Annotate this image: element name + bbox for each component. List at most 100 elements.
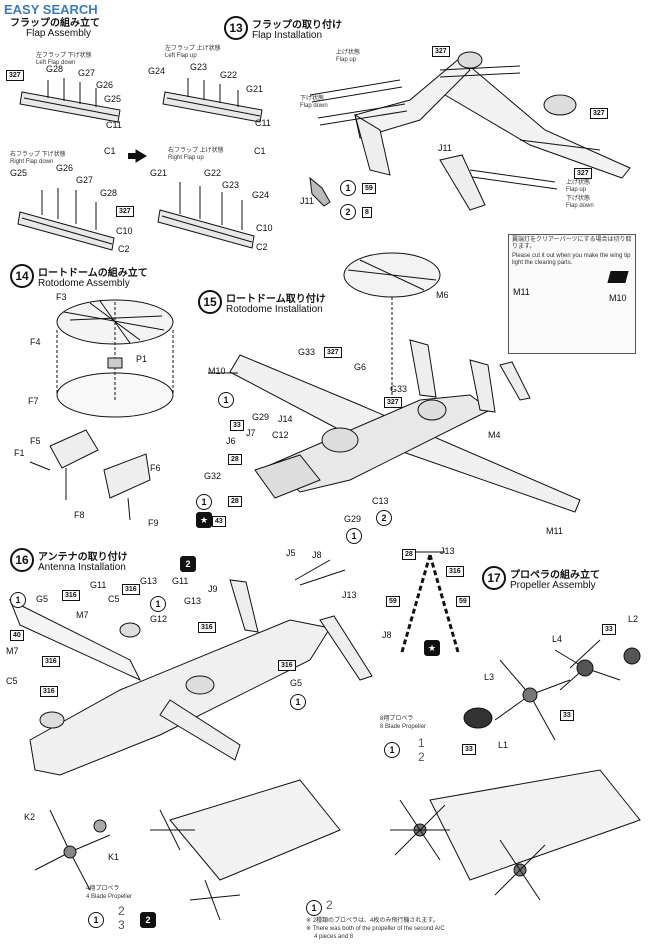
part-label: F3: [56, 292, 67, 302]
part-label: C5: [6, 676, 18, 686]
part-label: K2: [24, 812, 36, 822]
step14-title-en: Rotodome Assembly: [38, 278, 130, 289]
part-label: G5: [290, 678, 303, 688]
paint-color-icon: 2: [180, 556, 196, 572]
part-label: J13: [440, 546, 455, 556]
part-label: L2: [628, 614, 639, 624]
part-label: C10: [116, 226, 133, 236]
part-label: M7: [6, 646, 19, 656]
part-label: F1: [14, 448, 25, 458]
step17-title-en: Propeller Assembly: [510, 580, 596, 591]
part-label: G29: [252, 412, 270, 422]
aircraft-bottom-left: [150, 779, 341, 921]
part-label: G33: [390, 384, 408, 394]
step14-badge: 14: [10, 264, 34, 288]
part-label: M7: [76, 610, 89, 620]
decal-badge: 59: [456, 596, 470, 607]
step14-title-jp: ロートドームの組み立て: [38, 268, 148, 279]
part-label: J8: [312, 550, 322, 560]
part-label: F9: [148, 518, 159, 528]
part-label: C13: [372, 496, 389, 506]
part-label: F8: [74, 510, 85, 520]
paint-color-icon: 1: [346, 528, 362, 544]
part-label: G5: [36, 594, 49, 604]
part-j11: [309, 176, 331, 207]
paint-color-icon: 1: [306, 900, 322, 916]
step17-badge: 17: [482, 566, 506, 590]
rotodome-assembly: [29, 299, 174, 521]
blade8-label-jp: 8翔プロペラ: [380, 716, 414, 722]
part-label: G32: [204, 471, 222, 481]
part-label: M11: [546, 526, 563, 536]
part-label: C2: [256, 242, 268, 252]
aircraft-antenna-installation: [9, 559, 373, 776]
part-label: G24: [252, 190, 270, 200]
part-label: G6: [354, 362, 367, 372]
part-label: M10: [609, 293, 627, 303]
decal-badge: 40: [10, 630, 24, 641]
clear-parts-note-en: Please cut it out when you make the wing…: [512, 253, 631, 266]
star-decal-icon: ★: [424, 640, 440, 656]
part-label: G13: [140, 576, 158, 586]
paint-mix-ratio: 2: [326, 898, 333, 912]
part-label: G11: [172, 576, 189, 586]
step16-title-en: Antenna Installation: [38, 562, 126, 573]
decal-badge: 28: [228, 496, 242, 507]
decal-badge: 327: [116, 206, 134, 217]
decal-badge: 316: [446, 566, 464, 577]
decal-badge: 33: [462, 744, 476, 755]
decal-badge: 28: [402, 549, 416, 560]
part-label: G23: [190, 62, 208, 72]
part-label: F6: [150, 463, 161, 473]
paint-color-icon: 1: [218, 392, 234, 408]
part-label: L4: [552, 634, 563, 644]
four-blade-propeller: [34, 809, 111, 891]
part-label: G33: [298, 347, 316, 357]
part-label: G24: [148, 66, 166, 76]
decal-badge: 316: [40, 686, 58, 697]
footnote-jp: ※ 2種類のプロペラは、4枚のみ飛行機されます。: [306, 918, 439, 924]
cutter-icon: [607, 271, 629, 283]
decal-badge: 8: [362, 207, 372, 218]
clear-parts-panel: 翼端灯をクリアーパーツにする場合は切り取ります。 Please cut it o…: [508, 234, 636, 354]
decal-badge: 316: [62, 590, 80, 601]
step15-title-jp: ロートドーム取り付け: [226, 294, 326, 305]
part-label: C1: [254, 146, 266, 156]
part-label: J5: [286, 548, 296, 558]
flap-left-down: [19, 78, 121, 123]
part-label: J7: [246, 428, 256, 438]
star-decal-icon: ★: [196, 512, 212, 528]
arrow-icon: [135, 149, 147, 163]
step13-badge: 13: [224, 16, 248, 40]
step12-title-en: Flap Assembly: [26, 28, 92, 39]
part-label: J13: [342, 590, 357, 600]
part-label: C11: [255, 118, 271, 128]
part-label: M6: [436, 290, 449, 300]
decal-badge: 28: [228, 454, 242, 465]
part-label: G22: [220, 70, 238, 80]
watermark-logo: EASY SEARCH: [4, 2, 98, 17]
part-label: L1: [498, 740, 509, 750]
part-label: K1: [108, 852, 120, 862]
paint-color-icon: 1: [150, 596, 166, 612]
footnote-en: ※ There was both of the propeller of the…: [306, 926, 445, 932]
decal-badge: 327: [6, 70, 24, 81]
decal-badge: 43: [212, 516, 226, 527]
part-label: M4: [488, 430, 501, 440]
decal-badge: 327: [590, 108, 608, 119]
propeller-assembly: [463, 639, 641, 741]
part-label: G28: [100, 188, 118, 198]
paint-color-icon: 2: [340, 204, 356, 220]
part-label: G26: [96, 80, 114, 90]
step15-title-en: Rotodome Installation: [226, 304, 323, 315]
